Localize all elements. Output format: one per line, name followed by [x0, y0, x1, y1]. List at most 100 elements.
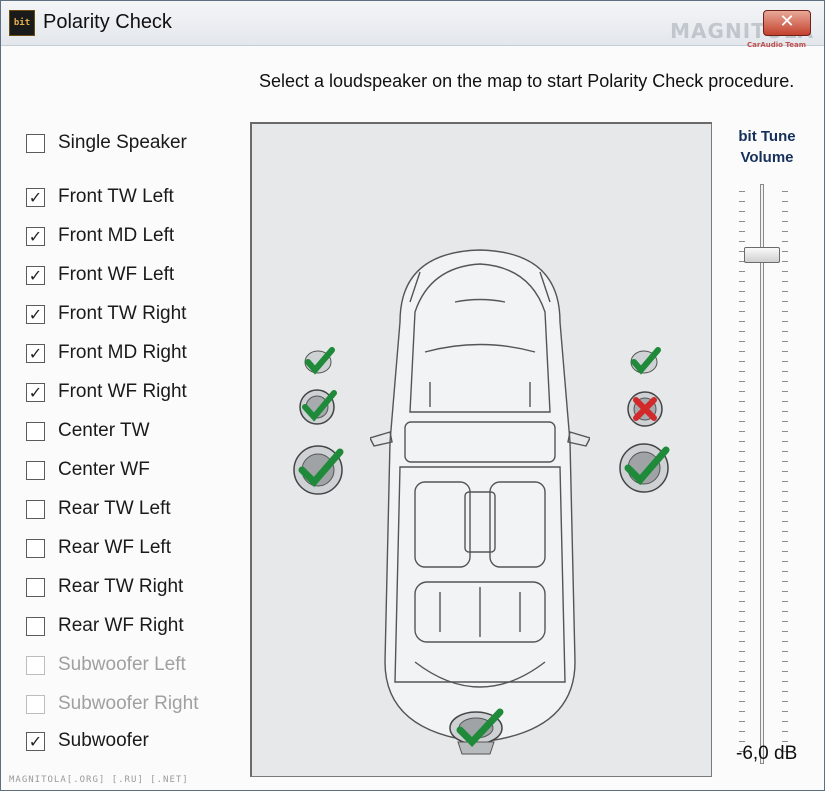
window-title: Polarity Check — [43, 11, 172, 33]
slider-tick — [739, 461, 745, 462]
slider-tick — [739, 481, 745, 482]
speaker-checkbox[interactable] — [26, 421, 45, 441]
slider-tick — [739, 511, 745, 512]
speaker-checkbox[interactable] — [26, 538, 45, 558]
speaker-option[interactable]: Center TW — [26, 419, 150, 443]
slider-tick — [739, 671, 745, 672]
slider-tick — [782, 631, 788, 632]
slider-tick — [782, 681, 788, 682]
speaker-option[interactable]: Rear WF Left — [26, 536, 171, 560]
volume-ticks-left — [739, 191, 745, 761]
speaker-checkbox[interactable]: ✓ — [26, 343, 45, 363]
speaker-checkbox[interactable] — [26, 133, 45, 153]
speaker-checkbox[interactable] — [26, 499, 45, 519]
slider-tick — [782, 571, 788, 572]
speaker-option[interactable]: ✓ Front WF Left — [26, 263, 174, 287]
speaker-option[interactable]: Rear TW Right — [26, 575, 183, 599]
slider-tick — [739, 411, 745, 412]
close-button[interactable]: ✕ — [763, 10, 811, 36]
slider-tick — [782, 411, 788, 412]
speaker-label: Subwoofer Right — [58, 693, 199, 714]
front-tw-left-speaker[interactable] — [302, 346, 338, 381]
speaker-label: Rear TW Right — [58, 576, 184, 597]
speaker-label: Front MD Right — [58, 342, 187, 363]
slider-tick — [739, 541, 745, 542]
volume-slider-track[interactable] — [760, 184, 764, 764]
speaker-checkbox[interactable]: ✓ — [26, 265, 45, 285]
slider-tick — [782, 261, 788, 262]
slider-tick — [739, 251, 745, 252]
car-top-view — [370, 249, 590, 743]
slider-tick — [782, 381, 788, 382]
slider-tick — [782, 461, 788, 462]
volume-value: -6,0 dB — [736, 743, 798, 764]
slider-tick — [739, 601, 745, 602]
slider-tick — [782, 581, 788, 582]
front-tw-right-speaker[interactable] — [628, 346, 664, 381]
slider-tick — [739, 291, 745, 292]
speaker-option[interactable]: ✓Front MD Left — [26, 224, 174, 248]
speaker-option[interactable]: ✓Front TW Left — [26, 185, 174, 209]
speaker-option[interactable]: Rear TW Left — [26, 497, 171, 521]
slider-tick — [782, 521, 788, 522]
speaker-label: Center WF — [58, 459, 150, 480]
speaker-checkbox[interactable] — [26, 577, 45, 597]
slider-tick — [739, 271, 745, 272]
slider-tick — [739, 221, 745, 222]
speaker-option[interactable]: ✓Subwoofer — [26, 729, 149, 753]
front-md-right-speaker[interactable] — [625, 389, 665, 434]
slider-tick — [739, 371, 745, 372]
speaker-checkbox[interactable]: ✓ — [26, 187, 45, 207]
title-bar[interactable]: bit Polarity Check MAGNITOLA CarAudio Te… — [1, 1, 824, 49]
speaker-checkbox[interactable]: ✓ — [26, 382, 45, 402]
slider-tick — [739, 741, 745, 742]
speaker-option[interactable]: ✓ Front MD Right — [26, 341, 187, 365]
slider-tick — [739, 351, 745, 352]
slider-tick — [782, 221, 788, 222]
speaker-option: Subwoofer Right — [26, 692, 198, 716]
subwoofer-speaker[interactable] — [448, 706, 508, 763]
speaker-option[interactable]: Center WF — [26, 458, 150, 482]
slider-tick — [782, 661, 788, 662]
front-md-left-speaker[interactable] — [298, 387, 338, 432]
speaker-label: Front WF Left — [58, 264, 175, 285]
slider-tick — [739, 301, 745, 302]
front-wf-right-speaker[interactable] — [618, 442, 674, 499]
speaker-checkbox[interactable]: ✓ — [26, 226, 45, 246]
slider-tick — [739, 471, 745, 472]
front-wf-left-speaker[interactable] — [292, 444, 348, 501]
speaker-option[interactable]: ✓ Front TW Right — [26, 302, 186, 326]
speaker-checkbox[interactable] — [26, 460, 45, 480]
speaker-checkbox[interactable] — [26, 616, 45, 636]
slider-tick — [739, 451, 745, 452]
speaker-checkbox — [26, 694, 45, 714]
slider-tick — [782, 291, 788, 292]
check-icon — [293, 445, 344, 495]
slider-tick — [739, 591, 745, 592]
slider-tick — [782, 391, 788, 392]
slider-tick — [782, 331, 788, 332]
speaker-checkbox — [26, 655, 45, 675]
speaker-map[interactable] — [250, 122, 712, 777]
speaker-option[interactable]: Single Speaker — [26, 131, 187, 155]
volume-slider-thumb[interactable] — [744, 247, 780, 263]
speaker-checkbox[interactable]: ✓ — [26, 304, 45, 324]
speaker-option[interactable]: ✓Front WF Right — [26, 380, 187, 404]
slider-tick — [782, 311, 788, 312]
slider-tick — [782, 341, 788, 342]
slider-tick — [782, 711, 788, 712]
speaker-label: Front TW Right — [58, 303, 187, 324]
slider-tick — [782, 671, 788, 672]
slider-tick — [739, 211, 745, 212]
slider-tick — [739, 731, 745, 732]
slider-tick — [739, 571, 745, 572]
speaker-option[interactable]: Rear WF Right — [26, 614, 184, 638]
volume-label: bit Tune Volume — [727, 126, 807, 168]
slider-tick — [739, 631, 745, 632]
speaker-checkbox[interactable]: ✓ — [26, 731, 45, 751]
slider-tick — [782, 511, 788, 512]
slider-tick — [739, 641, 745, 642]
slider-tick — [782, 301, 788, 302]
slider-tick — [782, 351, 788, 352]
slider-tick — [739, 501, 745, 502]
